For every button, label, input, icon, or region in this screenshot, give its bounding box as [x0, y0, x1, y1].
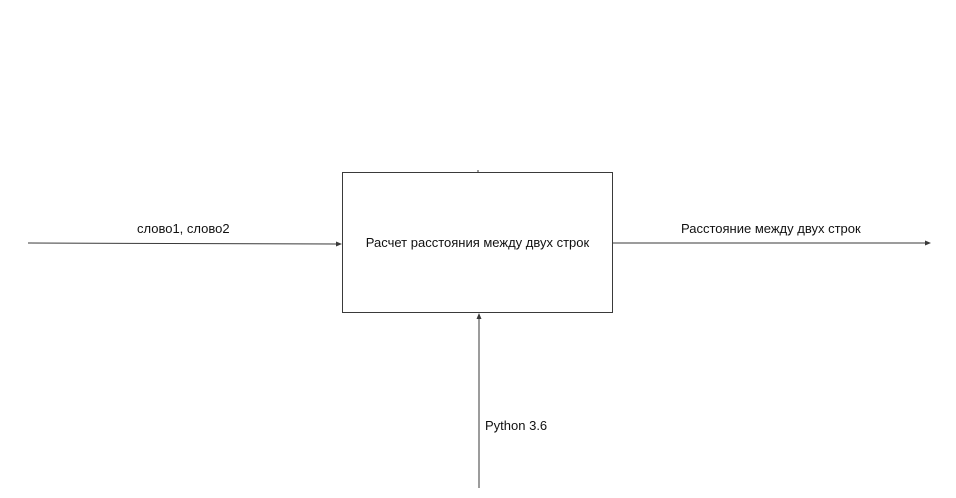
mechanism-label: Python 3.6: [485, 418, 548, 433]
mechanism-arrow: [476, 313, 482, 488]
input-label: слово1, слово2: [137, 221, 230, 236]
output-label: Расстояние между двух строк: [681, 221, 861, 236]
process-label: Расчет расстояния между двух строк: [365, 235, 590, 250]
process-box: [342, 172, 613, 313]
input-arrow: [27, 241, 342, 247]
output-arrow: [613, 240, 931, 246]
